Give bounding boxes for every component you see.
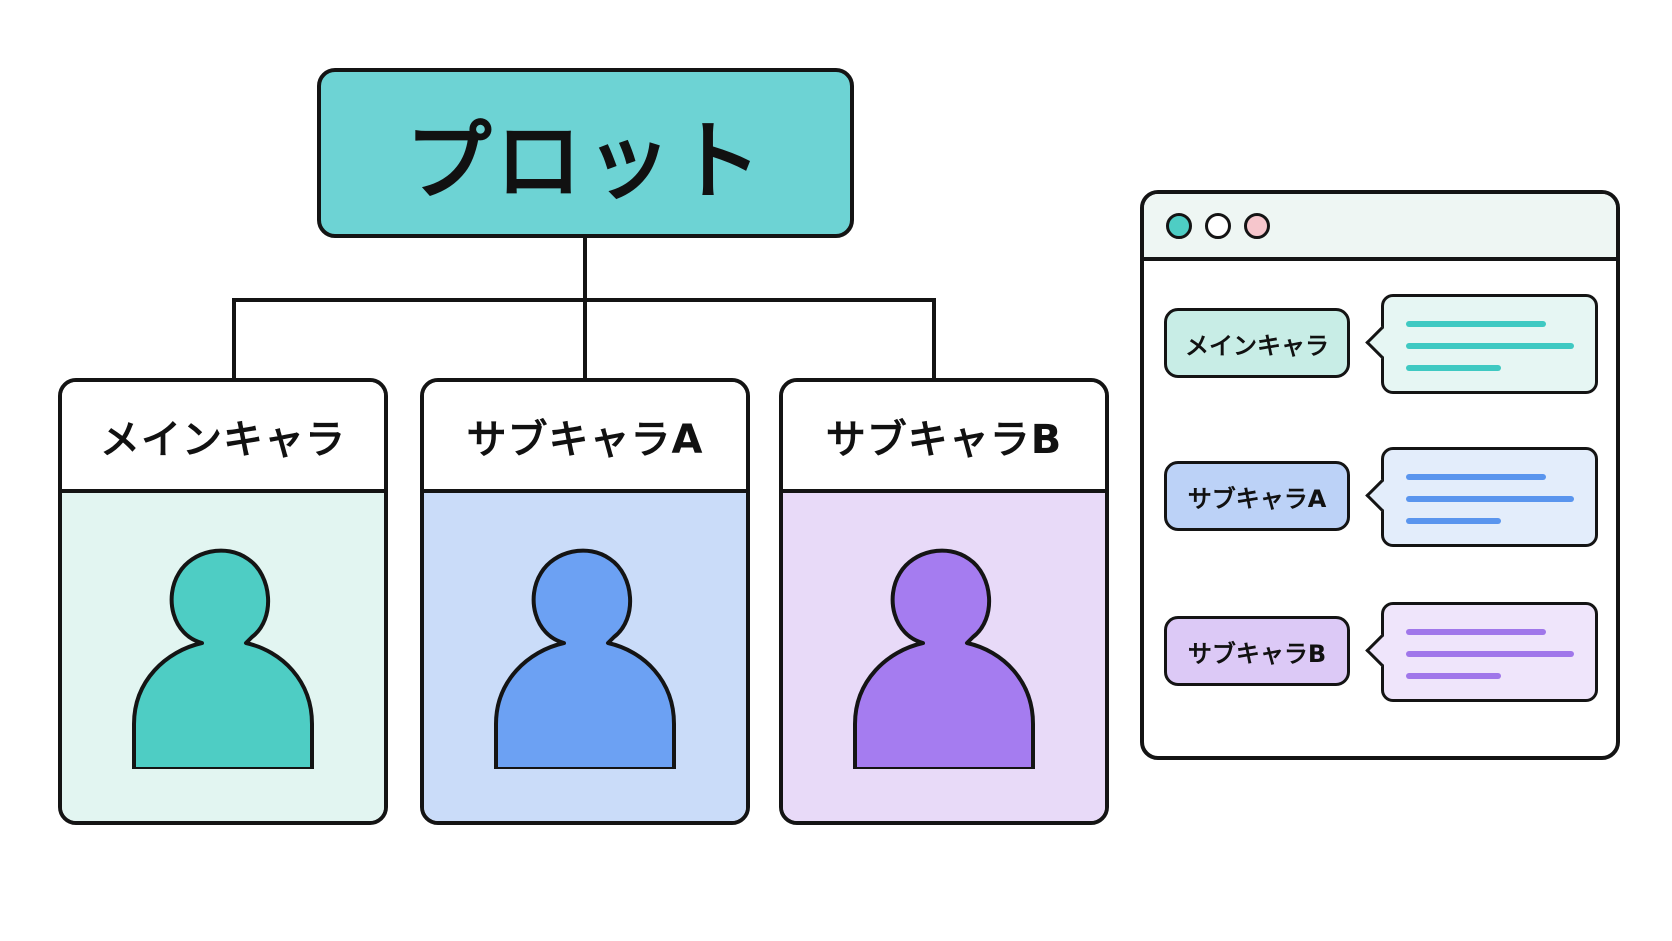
card-title: メインキャラ	[100, 416, 346, 463]
card-body	[424, 493, 746, 821]
text-placeholder-line	[1406, 321, 1546, 327]
connector-right-drop	[932, 298, 936, 378]
chat-row-sub-b: サブキャラB	[1164, 602, 1598, 702]
character-card-sub-a: サブキャラA	[420, 378, 750, 825]
app-window: メインキャラ サブキャラA サブキャラB	[1140, 190, 1620, 760]
chip-label: メインキャラ	[1185, 331, 1329, 360]
card-body	[62, 493, 384, 821]
connector-crossbar	[232, 298, 936, 302]
speech-bubble	[1365, 602, 1598, 702]
card-title: サブキャラB	[825, 416, 1063, 463]
text-placeholder-line	[1406, 474, 1546, 480]
text-placeholder-line	[1406, 365, 1501, 371]
plot-title: プロット	[405, 111, 766, 212]
character-chip[interactable]: メインキャラ	[1164, 308, 1350, 378]
text-placeholder-line	[1406, 518, 1501, 524]
character-card-main: メインキャラ	[58, 378, 388, 825]
speech-bubble	[1365, 294, 1598, 394]
person-icon	[853, 548, 1035, 769]
text-placeholder-line	[1406, 673, 1501, 679]
window-dot-white-icon[interactable]	[1205, 212, 1231, 239]
chat-row-main: メインキャラ	[1164, 294, 1598, 394]
text-placeholder-line	[1406, 343, 1574, 349]
bubble-tail	[1365, 326, 1398, 359]
card-title: サブキャラA	[466, 416, 704, 463]
character-chip[interactable]: サブキャラB	[1164, 616, 1350, 686]
text-placeholder-line	[1406, 496, 1574, 502]
card-header: サブキャラB	[783, 382, 1105, 493]
character-card-sub-b: サブキャラB	[779, 378, 1109, 825]
window-dot-teal-icon[interactable]	[1166, 212, 1192, 239]
window-titlebar	[1144, 194, 1616, 261]
chip-label: サブキャラB	[1187, 639, 1327, 668]
card-body	[783, 493, 1105, 821]
card-header: サブキャラA	[424, 382, 746, 493]
speech-bubble	[1365, 447, 1598, 547]
chip-label: サブキャラA	[1187, 484, 1327, 513]
card-header: メインキャラ	[62, 382, 384, 493]
bubble-tail	[1365, 479, 1398, 512]
text-placeholder-line	[1406, 651, 1574, 657]
person-icon	[132, 548, 314, 769]
character-chip[interactable]: サブキャラA	[1164, 461, 1350, 531]
chat-row-sub-a: サブキャラA	[1164, 447, 1598, 547]
text-placeholder-line	[1406, 629, 1546, 635]
window-dot-pink-icon[interactable]	[1244, 212, 1270, 239]
plot-node: プロット	[317, 68, 854, 238]
connector-left-drop	[232, 298, 236, 378]
person-icon	[494, 548, 676, 769]
connector-trunk	[583, 238, 587, 378]
bubble-tail	[1365, 634, 1398, 667]
